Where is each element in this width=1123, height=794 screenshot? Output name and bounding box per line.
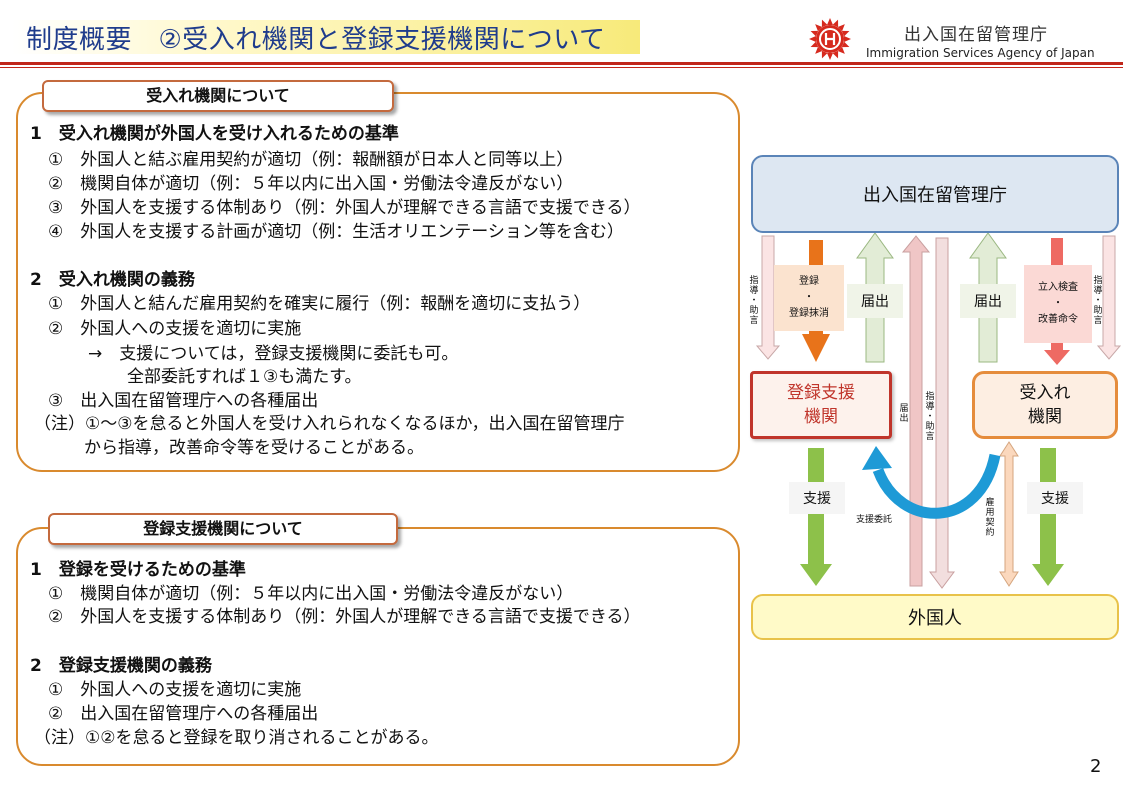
delegation-label: 支援委託 (856, 515, 893, 525)
panel1-line: ③ 外国人を支援する体制あり（例：外国人が理解できる言語で支援できる） (48, 198, 641, 218)
host-organization-box: 受入れ 機関 (972, 371, 1118, 439)
notify-label-left: 届出 (847, 284, 903, 318)
page-title: 制度概要 ②受入れ機関と登録支援機関について (26, 25, 606, 55)
foreigner-guidance-label: 指 導 ・ 助 言 (925, 392, 935, 442)
registered-support-panel (16, 527, 740, 766)
panel1-line: ② 機関自体が適切（例：５年以内に出入国・労働法令違反がない） (48, 174, 574, 194)
registered-support-box: 登録支援 機関 (750, 371, 892, 439)
notify-label-right: 届出 (960, 284, 1016, 318)
agency-logo-icon (809, 18, 851, 60)
host-organization-panel (16, 92, 740, 472)
support-label-right: 支援 (1027, 482, 1083, 514)
registered-support-panel-tab: 登録支援機関について (48, 513, 398, 545)
host-organization-panel-tab: 受入れ機関について (42, 80, 394, 112)
panel1-line: 全部委託すれば１③も満たす。 (127, 367, 362, 387)
agency-name-en: Immigration Services Agency of Japan (866, 46, 1095, 60)
panel1-line: ① 外国人と結んだ雇用契約を確実に履行（例：報酬を適切に支払う） (48, 294, 591, 314)
guidance-label-right: 指 導 ・ 助 言 (1093, 276, 1103, 326)
title-highlight (12, 20, 640, 54)
page-number: 2 (1090, 756, 1102, 777)
support-arrow-left (800, 448, 832, 586)
guidance-label-left: 指 導 ・ 助 言 (749, 276, 759, 326)
panel2-note: （注）①②を怠ると登録を取り消されることがある。 (34, 728, 439, 748)
agency-box: 出入国在留管理庁 (751, 155, 1119, 233)
foreigner-notify-label: 届 出 (899, 404, 909, 424)
panel1-note: （注）①～③を怠ると外国人を受け入れられなくなるほか，出入国在留管理庁 (34, 414, 625, 434)
employment-contract-arrow (999, 441, 1019, 587)
panel1-heading-obligations: 2 受入れ機関の義務 (30, 270, 195, 290)
support-arrow-right (1032, 448, 1064, 586)
panel2-line: ① 機関自体が適切（例：５年以内に出入国・労働法令違反がない） (48, 584, 574, 604)
panel2-heading-obligations: 2 登録支援機関の義務 (30, 656, 212, 676)
agency-name-ja: 出入国在留管理庁 (904, 25, 1048, 45)
panel1-line: → 支援については，登録支援機関に委託も可。 (88, 344, 459, 364)
panel1-note: から指導，改善命令等を受けることがある。 (84, 438, 424, 458)
header-divider (0, 62, 1123, 65)
header-divider-thin (0, 67, 1123, 68)
registration-label: 登録 ・ 登録抹消 (774, 265, 844, 331)
panel2-heading-criteria: 1 登録を受けるための基準 (30, 560, 246, 580)
delegation-arrowhead (862, 446, 892, 470)
panel1-line: ① 外国人と結ぶ雇用契約が適切（例：報酬額が日本人と同等以上） (48, 150, 574, 170)
panel1-line: ④ 外国人を支援する計画が適切（例：生活オリエンテーション等を含む） (48, 222, 624, 242)
employment-contract-label: 雇 用 契 約 (985, 498, 995, 538)
delegation-curve-arrow (872, 453, 1001, 519)
panel2-line: ② 出入国在留管理庁への各種届出 (48, 704, 319, 724)
foreigner-box: 外国人 (751, 594, 1119, 640)
inspection-label: 立入検査 ・ 改善命令 (1024, 265, 1092, 343)
panel2-line: ① 外国人への支援を適切に実施 (48, 680, 302, 700)
panel1-line: ② 外国人への支援を適切に実施 (48, 319, 302, 339)
panel1-line: ③ 出入国在留管理庁への各種届出 (48, 391, 319, 411)
support-label-left: 支援 (789, 482, 845, 514)
panel2-line: ② 外国人を支援する体制あり（例：外国人が理解できる言語で支援できる） (48, 607, 641, 627)
panel1-heading-criteria: 1 受入れ機関が外国人を受け入れるための基準 (30, 124, 399, 144)
